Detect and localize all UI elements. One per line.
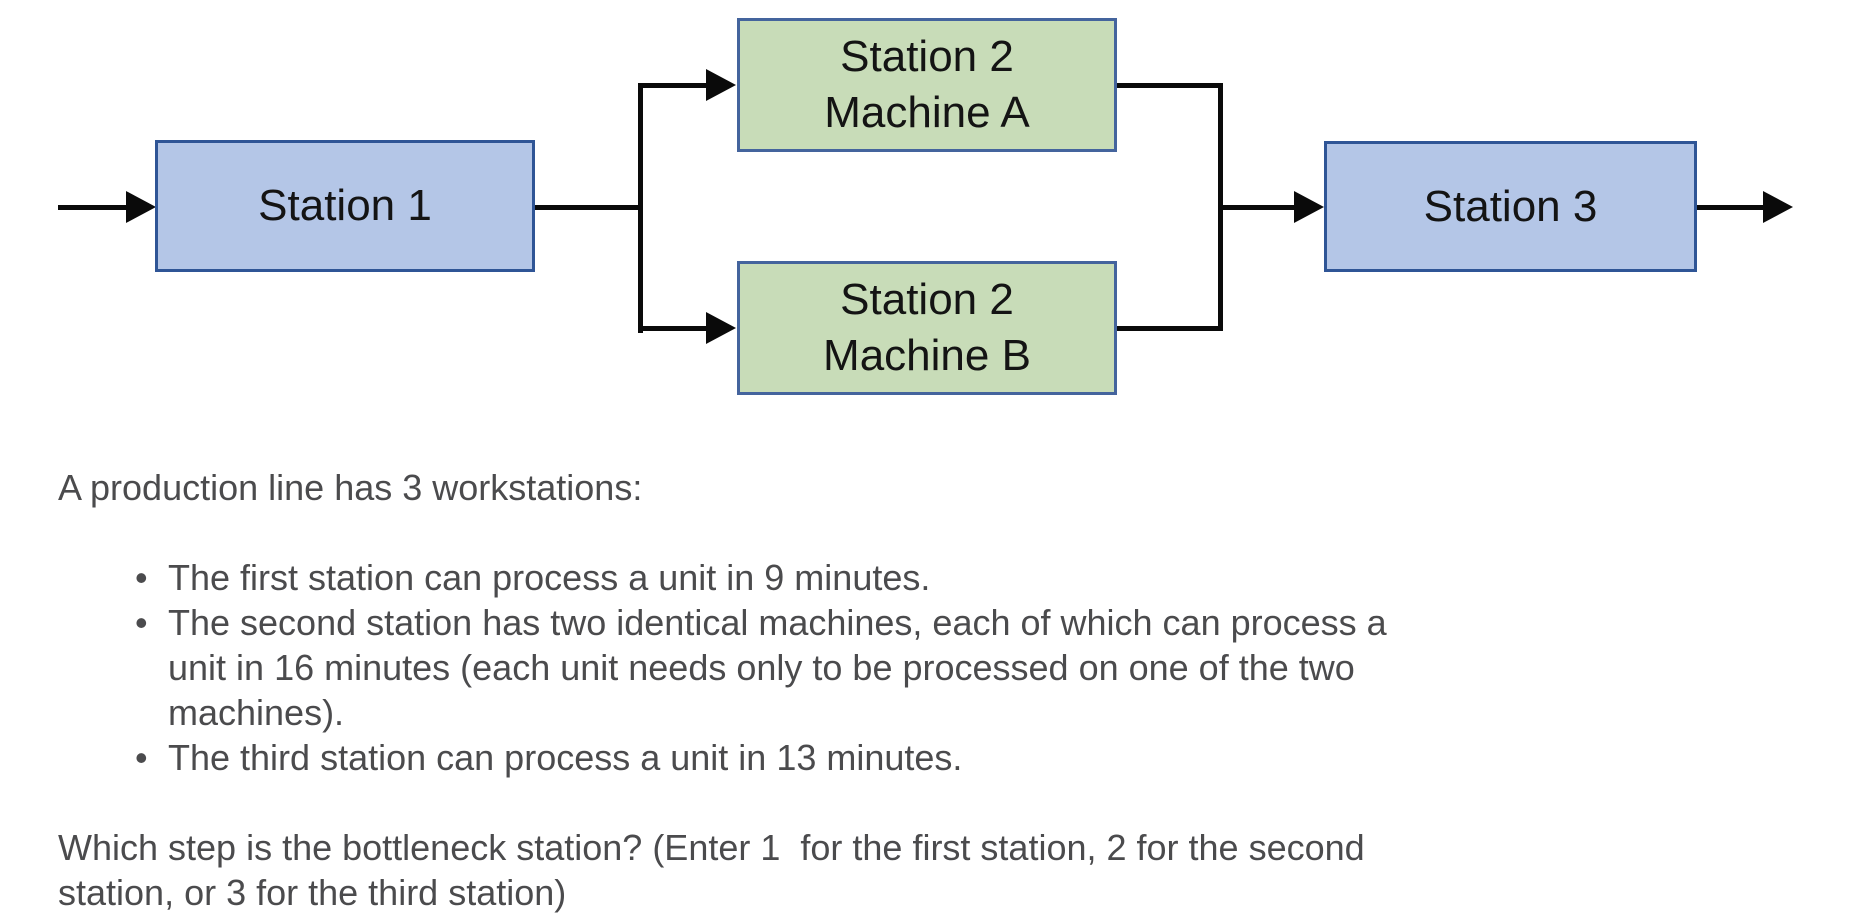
bullet-2-text: The second station has two identical mac…	[168, 600, 1578, 735]
station-2a-label-line1: Station 2	[840, 32, 1014, 81]
split-vertical-line	[638, 83, 643, 333]
workstation-bullet-list: • The first station can process a unit i…	[58, 555, 1578, 780]
station-1-label: Station 1	[258, 181, 432, 230]
bullet-3-line-1: The third station can process a unit in …	[168, 737, 963, 778]
entry-arrowhead-icon	[126, 191, 156, 223]
list-item: • The second station has two identical m…	[58, 600, 1578, 735]
problem-statement: A production line has 3 workstations: • …	[58, 465, 1578, 915]
process-flow-diagram: Station 1 Station 2 Machine A Station 2 …	[0, 0, 1864, 420]
bullet-2-line-2: unit in 16 minutes (each unit needs only…	[168, 647, 1355, 688]
station-3-label: Station 3	[1423, 181, 1598, 231]
station-2a-label-line2: Machine A	[824, 88, 1030, 137]
branch-top-line	[640, 83, 708, 88]
station1-output-line	[535, 205, 643, 210]
bullet-1-text: The first station can process a unit in …	[168, 555, 1578, 600]
question-line-2: station, or 3 for the third station)	[58, 872, 567, 913]
branch-top-arrowhead-icon	[706, 69, 736, 101]
branch-bottom-arrowhead-icon	[706, 312, 736, 344]
station-1-box: Station 1	[155, 140, 535, 272]
problem-intro-text: A production line has 3 workstations:	[58, 467, 643, 508]
machine-a-output-line	[1117, 83, 1223, 88]
bullet-2-line-1: The second station has two identical mac…	[168, 602, 1387, 643]
machine-b-output-line	[1117, 326, 1223, 331]
station-3-box: Station 3	[1324, 141, 1697, 272]
station-2b-label-line2: Machine B	[823, 331, 1031, 380]
bullet-icon: •	[135, 602, 148, 643]
entry-arrow-line	[58, 205, 130, 210]
station-2-machine-a-box: Station 2 Machine A	[737, 18, 1117, 152]
station3-input-line	[1218, 205, 1296, 210]
list-item: • The first station can process a unit i…	[58, 555, 1578, 600]
station-2-machine-b-box: Station 2 Machine B	[737, 261, 1117, 395]
exit-arrow-line	[1697, 205, 1765, 210]
station-2b-label-line1: Station 2	[840, 275, 1014, 324]
branch-bottom-line	[640, 326, 708, 331]
bullet-icon: •	[135, 737, 148, 778]
bullet-icon: •	[135, 557, 148, 598]
exit-arrowhead-icon	[1763, 191, 1793, 223]
question-line-1: Which step is the bottleneck station? (E…	[58, 827, 1365, 868]
bullet-2-line-3: machines).	[168, 692, 345, 733]
station3-input-arrowhead-icon	[1294, 191, 1324, 223]
bullet-3-text: The third station can process a unit in …	[168, 735, 1578, 780]
list-item: • The third station can process a unit i…	[58, 735, 1578, 780]
bullet-1-line-1: The first station can process a unit in …	[168, 557, 931, 598]
question-text: Which step is the bottleneck station? (E…	[58, 825, 1578, 915]
